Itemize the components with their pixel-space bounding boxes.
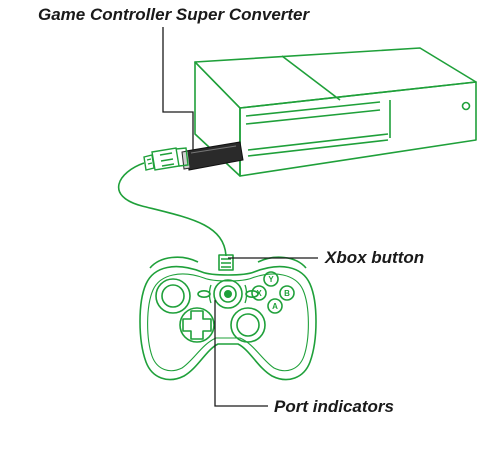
button-a-letter: A — [272, 302, 278, 311]
button-y-letter: Y — [268, 275, 274, 284]
leader-lines — [162, 27, 318, 407]
port-indicators-label: Port indicators — [274, 397, 394, 416]
leader-port-indicators — [214, 300, 268, 407]
diagram-title: Game Controller Super Converter — [38, 5, 310, 24]
usb-plug — [143, 147, 189, 171]
button-b-letter: B — [284, 289, 290, 298]
usb-cable — [118, 162, 227, 257]
xbox-button-label: Xbox button — [325, 248, 425, 267]
xbox-console — [194, 47, 477, 177]
leader-title — [162, 27, 194, 150]
converter-dongle — [181, 141, 244, 171]
button-x-letter: X — [256, 289, 262, 298]
xbox-controller — [139, 254, 317, 381]
